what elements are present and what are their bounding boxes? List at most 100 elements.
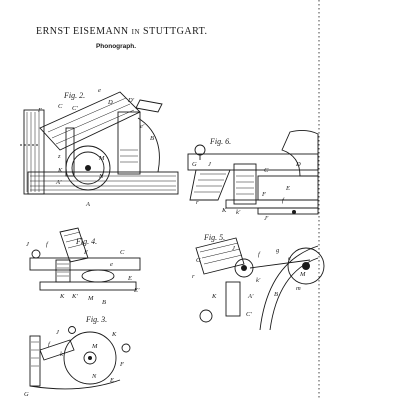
svg-text:f: f: [282, 197, 285, 204]
svg-text:A: A: [85, 201, 90, 208]
svg-text:C': C': [72, 105, 78, 112]
fig3-arm: [39, 339, 75, 361]
fig6-curved-housing: [281, 129, 319, 177]
fig3-post: [29, 335, 41, 387]
svg-text:F: F: [119, 361, 125, 368]
fig2-base: [27, 171, 179, 195]
svg-text:f: f: [46, 241, 49, 248]
svg-text:C: C: [58, 103, 63, 110]
svg-text:F: F: [261, 191, 267, 198]
svg-text:C: C: [264, 167, 269, 174]
svg-text:M: M: [98, 155, 105, 162]
fig2-support-post: [117, 111, 141, 175]
svg-text:K: K: [211, 293, 217, 300]
svg-text:N: N: [98, 173, 104, 180]
figure-2: Fig. 2. F C e C' D D' B e' z M N K A' A: [20, 87, 179, 208]
svg-text:g: g: [276, 247, 280, 254]
patentee-city: STUTTGART.: [143, 26, 208, 37]
fig4-beam: [29, 257, 141, 271]
fig2-knob: [135, 99, 163, 113]
fig6-finger: [189, 169, 231, 201]
figure-6: Fig. 6. G J C D E F K k' J' f r: [187, 129, 319, 222]
fig5-handle: [225, 281, 241, 317]
fig5-knob: [199, 309, 213, 323]
svg-text:f: f: [258, 251, 261, 258]
fig6-ball-knob: [194, 144, 206, 156]
fig5-outer-arc: [259, 245, 319, 331]
svg-text:e': e': [140, 123, 145, 130]
svg-text:e: e: [98, 87, 101, 94]
svg-text:B: B: [150, 135, 154, 142]
svg-text:J: J: [56, 329, 60, 336]
fig5-wheel: [287, 247, 325, 285]
svg-text:e: e: [288, 255, 291, 262]
fig4-tilted-arm: [59, 227, 89, 263]
svg-text:A': A': [247, 293, 254, 300]
svg-text:e: e: [110, 261, 113, 268]
svg-text:J: J: [26, 241, 30, 248]
svg-text:z: z: [57, 153, 61, 160]
fig4-caption: Fig. 4.: [75, 237, 97, 246]
fig4-spring: [55, 259, 71, 283]
svg-text:N: N: [91, 373, 97, 380]
svg-text:F: F: [83, 249, 89, 256]
svg-text:G: G: [192, 161, 197, 168]
fig2-inclined-arm: [39, 91, 141, 151]
svg-text:B: B: [102, 299, 106, 306]
svg-text:E: E: [285, 185, 290, 192]
sheet-title: ERNST EISEMANN IN STUTTGART.: [36, 26, 207, 37]
sheet-subject: Phonograph.: [95, 43, 137, 50]
fig4-base: [39, 281, 137, 291]
svg-text:B: B: [274, 291, 278, 298]
svg-text:M: M: [91, 343, 98, 350]
svg-text:K': K': [71, 293, 78, 300]
figure-3: Fig. 3. J f k K F E M N G: [24, 315, 131, 398]
fig2-caption: Fig. 2.: [63, 91, 85, 100]
fig6-coil: [233, 163, 257, 205]
fig6-caption: Fig. 6.: [209, 137, 231, 146]
svg-text:f: f: [48, 341, 51, 348]
figure-5: Fig. 5. G r J f g e k' M m K A' B C': [192, 233, 325, 331]
svg-text:K: K: [59, 293, 65, 300]
svg-text:E: E: [127, 275, 132, 282]
svg-text:K: K: [111, 331, 117, 338]
svg-text:r: r: [192, 273, 195, 280]
svg-text:D: D: [107, 99, 113, 106]
svg-text:E': E': [133, 287, 140, 294]
fig4-ball: [31, 249, 41, 259]
svg-text:M: M: [87, 295, 94, 302]
svg-text:G: G: [196, 257, 201, 264]
svg-text:A': A': [55, 179, 62, 186]
title-connector: IN: [131, 28, 141, 36]
svg-text:K: K: [221, 207, 227, 214]
svg-text:G: G: [24, 391, 29, 398]
svg-text:J: J: [208, 161, 212, 168]
patentee-name: ERNST EISEMANN: [36, 26, 129, 37]
svg-text:D: D: [295, 161, 301, 168]
fig4-disk: [81, 269, 115, 283]
svg-text:J': J': [264, 215, 269, 222]
svg-text:E: E: [109, 377, 114, 384]
fig2-left-column: [23, 109, 45, 195]
svg-text:F: F: [37, 107, 43, 114]
fig2-arc-support: [137, 117, 160, 173]
fig3-round-body: [63, 331, 117, 385]
fig5-caption: Fig. 5.: [203, 233, 225, 242]
fig5-angled-bar: [195, 237, 245, 275]
svg-text:k': k': [256, 277, 261, 284]
svg-text:C': C': [246, 311, 252, 318]
svg-text:D': D': [127, 97, 135, 104]
fig3-caption: Fig. 3.: [85, 315, 107, 324]
svg-text:m: m: [296, 285, 301, 292]
svg-text:C: C: [120, 249, 125, 256]
svg-text:K: K: [57, 167, 63, 174]
svg-text:M: M: [299, 271, 306, 278]
svg-text:r: r: [196, 199, 199, 206]
fig2-shaft: [65, 127, 75, 177]
svg-text:k: k: [60, 351, 63, 358]
svg-text:k': k': [236, 209, 241, 216]
svg-text:J: J: [232, 245, 236, 252]
figure-4: Fig. 4. J f F C e K K' M B E E': [26, 227, 141, 306]
